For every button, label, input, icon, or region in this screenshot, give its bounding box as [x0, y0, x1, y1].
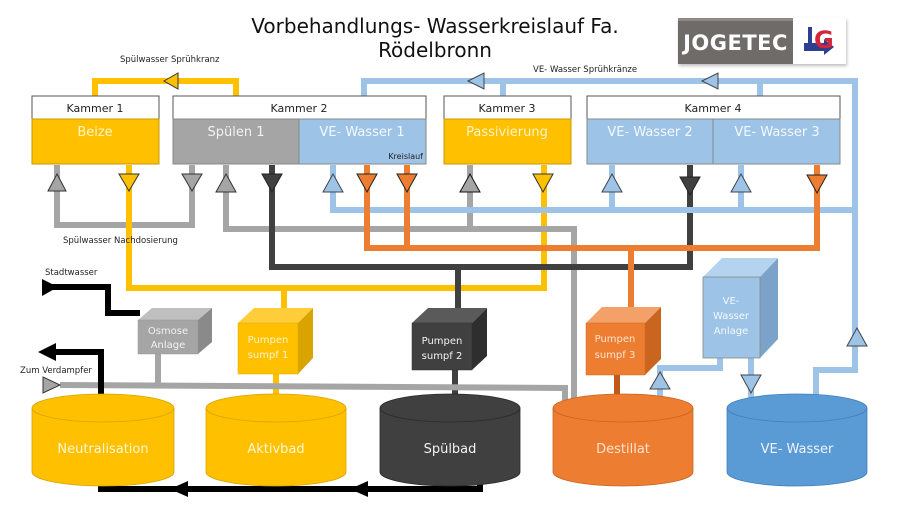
tank-spuelbad: Spülbad — [379, 393, 521, 487]
flow-arrow-down-icon — [679, 176, 701, 197]
chamber-4-header: Kammer 4 — [685, 102, 742, 115]
pipe-spray-rinse — [92, 78, 239, 97]
flow-arrow-down-icon — [806, 174, 828, 195]
chamber-ve-wasser-1 — [298, 118, 427, 165]
flow-arrow-down-icon — [740, 374, 762, 395]
pipe-gray-spuelen — [223, 165, 577, 400]
pipe-to-evaporator — [59, 382, 568, 405]
svg-text:Anlage: Anlage — [714, 326, 749, 337]
flow-arrow-left-icon — [466, 72, 485, 90]
flow-arrow-up-icon — [47, 172, 67, 192]
svg-text:sumpf 2: sumpf 2 — [422, 351, 463, 362]
pipe-rinse-dosing — [54, 165, 195, 228]
svg-text:Aktivbad: Aktivbad — [247, 442, 304, 457]
chamber-ve-wasser-3 — [712, 118, 841, 165]
svg-text:sumpf 1: sumpf 1 — [248, 350, 289, 361]
evaporator-arrow-icon — [38, 343, 56, 361]
unit-ve-wasser-anlage: VE- Wasser Anlage — [702, 258, 778, 359]
svg-text:G: G — [814, 26, 834, 54]
pipe-evaporator-out — [50, 349, 104, 400]
flow-arrow-down-icon — [396, 173, 418, 194]
flow-arrow-up-icon — [846, 326, 868, 347]
jg-arrow-logo-icon: G — [793, 18, 846, 64]
chamber-passivierung-label: Passivierung — [466, 125, 548, 140]
svg-text:Neutralisation: Neutralisation — [57, 442, 148, 457]
chamber-spuelen-1-label: Spülen 1 — [208, 125, 265, 140]
unit-osmose-anlage: Osmose Anlage — [137, 308, 212, 355]
return-arrow-left-icon — [350, 481, 368, 497]
circuit-label: Kreislauf — [388, 152, 423, 161]
tank-neutralisation: Neutralisation — [31, 393, 175, 487]
flow-arrow-left-icon — [162, 72, 179, 90]
pipe-ve-spray — [361, 78, 858, 400]
chamber-2: Kammer 2 Spülen 1 VE- Wasser 1 Kreislauf — [172, 95, 427, 165]
svg-text:Pumpen: Pumpen — [422, 336, 463, 347]
chamber-2-header: Kammer 2 — [271, 102, 328, 115]
chamber-spuelen-1 — [172, 118, 300, 165]
page-title: Vorbehandlungs- Wasserkreislauf Fa. Röde… — [251, 14, 619, 62]
chamber-4: Kammer 4 VE- Wasser 2 VE- Wasser 3 — [586, 95, 841, 165]
chamber-passivierung — [443, 118, 572, 165]
svg-text:VE-: VE- — [723, 296, 740, 307]
spray-rinse-label: Spülwasser Sprühkranz — [120, 55, 220, 65]
chamber-3-header: Kammer 3 — [479, 102, 536, 115]
chamber-beize-label: Beize — [77, 125, 112, 140]
flow-arrow-down-icon — [356, 173, 378, 194]
flow-arrow-up-icon — [730, 172, 752, 193]
flow-arrow-down-icon — [118, 173, 140, 192]
svg-text:Osmose: Osmose — [148, 326, 188, 337]
flow-arrow-up-icon — [601, 172, 623, 193]
flow-arrow-up-icon — [215, 172, 237, 193]
svg-text:Wasser: Wasser — [713, 311, 750, 322]
chamber-ve-wasser-3-label: VE- Wasser 3 — [734, 125, 819, 140]
return-arrow-left-icon — [170, 481, 188, 497]
tank-ve-wasser: VE- Wasser — [726, 393, 868, 487]
tank-destillat: Destillat — [552, 393, 694, 487]
city-water-label: Stadtwasser — [45, 268, 98, 278]
pipe-orange-collector — [364, 165, 820, 251]
to-evaporator-label: Zum Verdampfer — [20, 366, 92, 376]
tank-aktivbad: Aktivbad — [205, 393, 347, 487]
flow-arrow-up-icon — [459, 172, 481, 193]
logo-text: JOGETEC — [678, 18, 793, 64]
flow-arrow-down-icon — [181, 173, 203, 192]
pipe-dark-collector — [269, 165, 693, 270]
company-logo: JOGETEC G — [678, 18, 846, 64]
chamber-1-header: Kammer 1 — [67, 102, 124, 115]
chamber-beize — [31, 118, 160, 165]
flow-arrow-down-icon — [532, 173, 554, 194]
rinse-dosing-label: Spülwasser Nachdosierung — [63, 236, 178, 246]
svg-text:sumpf 3: sumpf 3 — [595, 350, 636, 361]
flow-arrow-right-icon — [42, 376, 62, 394]
unit-pumpensumpf-3: Pumpen sumpf 3 — [585, 307, 661, 376]
chamber-ve-wasser-2-label: VE- Wasser 2 — [607, 125, 692, 140]
svg-text:Anlage: Anlage — [151, 340, 186, 351]
flow-arrow-up-icon — [649, 371, 671, 390]
svg-text:Destillat: Destillat — [596, 442, 650, 457]
pipe-ve-anlage-out — [657, 357, 723, 400]
chamber-1: Kammer 1 Beize — [31, 95, 160, 165]
flow-arrow-up-icon — [322, 172, 344, 193]
flow-arrow-down-icon — [261, 173, 283, 194]
pipe-city-water — [52, 284, 140, 316]
chamber-ve-wasser-2 — [586, 118, 714, 165]
unit-pumpensumpf-1: Pumpen sumpf 1 — [237, 308, 313, 375]
ve-spray-label: VE- Wasser Sprühkränze — [533, 65, 637, 75]
chamber-ve-wasser-1-label: VE- Wasser 1 — [319, 125, 404, 140]
svg-text:Pumpen: Pumpen — [248, 335, 289, 346]
svg-text:VE- Wasser: VE- Wasser — [761, 442, 834, 457]
city-water-arrow-icon — [42, 279, 58, 296]
chamber-3: Kammer 3 Passivierung — [443, 95, 572, 165]
flow-arrow-left-icon — [700, 72, 719, 90]
svg-text:Spülbad: Spülbad — [424, 442, 477, 457]
unit-pumpensumpf-2: Pumpen sumpf 2 — [411, 308, 487, 371]
pipe-lightblue-distribution — [330, 165, 855, 213]
svg-text:Pumpen: Pumpen — [595, 334, 636, 345]
